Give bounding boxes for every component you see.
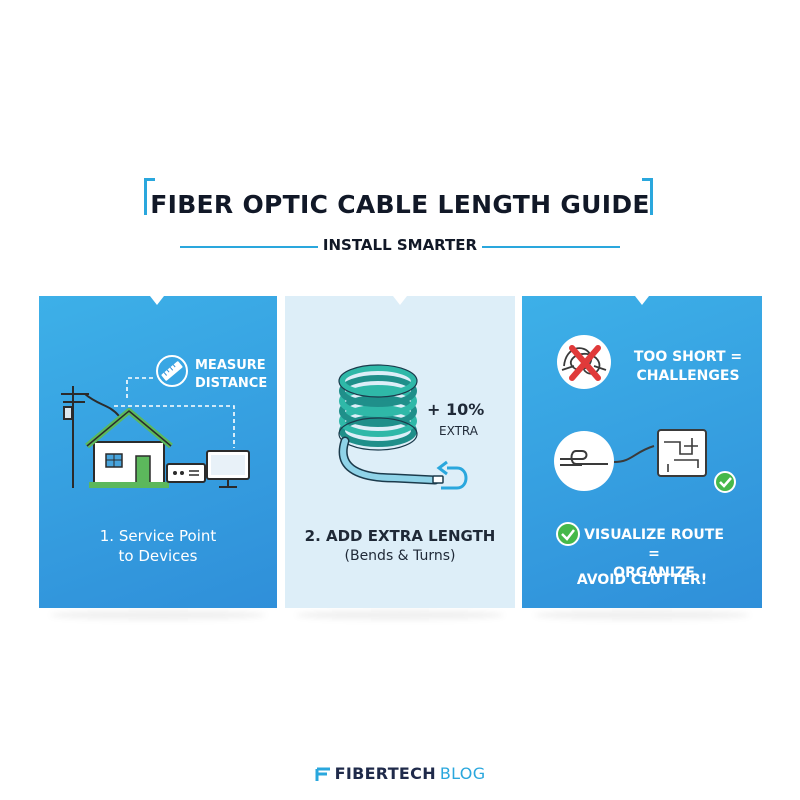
panel-1-caption: 1. Service Point to Devices	[99, 527, 217, 565]
panel-notch	[393, 296, 407, 305]
check-icon	[714, 471, 736, 493]
panel-measure: MEASURE DISTANCE 1. Service Point to Dev…	[39, 296, 277, 608]
avoid-clutter-text: AVOID CLUTTER!	[576, 572, 708, 588]
panel-shadow	[534, 610, 750, 620]
panel-extra-length: + 10% EXTRA 2. ADD EXTRA LENGTH (Bends &…	[285, 296, 515, 608]
modem-icon	[166, 463, 206, 483]
panel-3-illustration	[554, 335, 736, 546]
too-short-warning: TOO SHORT = CHALLENGES	[633, 349, 743, 384]
fibertech-logo-icon	[315, 767, 330, 781]
subtitle-rule-left	[180, 246, 318, 248]
footer-brand-suffix: BLOG	[439, 764, 486, 783]
panel-route: TOO SHORT = CHALLENGES VISUALIZE ROUTE =…	[522, 296, 762, 608]
subtitle-rule-right	[482, 246, 620, 248]
panel-notch	[635, 296, 649, 305]
extra-percent: + 10%	[427, 400, 485, 419]
visualize-route-tip: VISUALIZE ROUTE = ORGANIZE	[584, 527, 724, 581]
ruler-icon	[156, 355, 188, 387]
page-subtitle: INSTALL SMARTER	[322, 236, 478, 254]
extra-label: EXTRA	[439, 424, 478, 438]
curved-arrow-icon	[436, 460, 468, 490]
panel-1-illustration	[61, 355, 250, 488]
panel-shadow	[296, 610, 504, 620]
check-icon	[556, 522, 580, 546]
panel-2-caption: 2. ADD EXTRA LENGTH (Bends & Turns)	[304, 527, 496, 564]
panel-notch	[150, 296, 164, 305]
panel-2-illustration	[338, 364, 468, 490]
title-bracket-right	[642, 178, 653, 215]
panel-shadow	[50, 610, 266, 620]
x-mark-icon	[569, 345, 601, 381]
measure-label: MEASURE DISTANCE	[195, 358, 268, 391]
house-icon	[85, 408, 173, 488]
title-bracket-left	[144, 178, 155, 215]
cable-coil-icon	[338, 364, 444, 485]
utility-pole-icon	[61, 386, 120, 488]
footer-brand-name: FIBERTECH	[334, 764, 436, 783]
footer-brand: FIBERTECH BLOG	[300, 764, 500, 783]
monitor-icon	[206, 450, 250, 488]
route-map-icon	[554, 429, 707, 491]
page-title: FIBER OPTIC CABLE LENGTH GUIDE	[150, 190, 650, 219]
